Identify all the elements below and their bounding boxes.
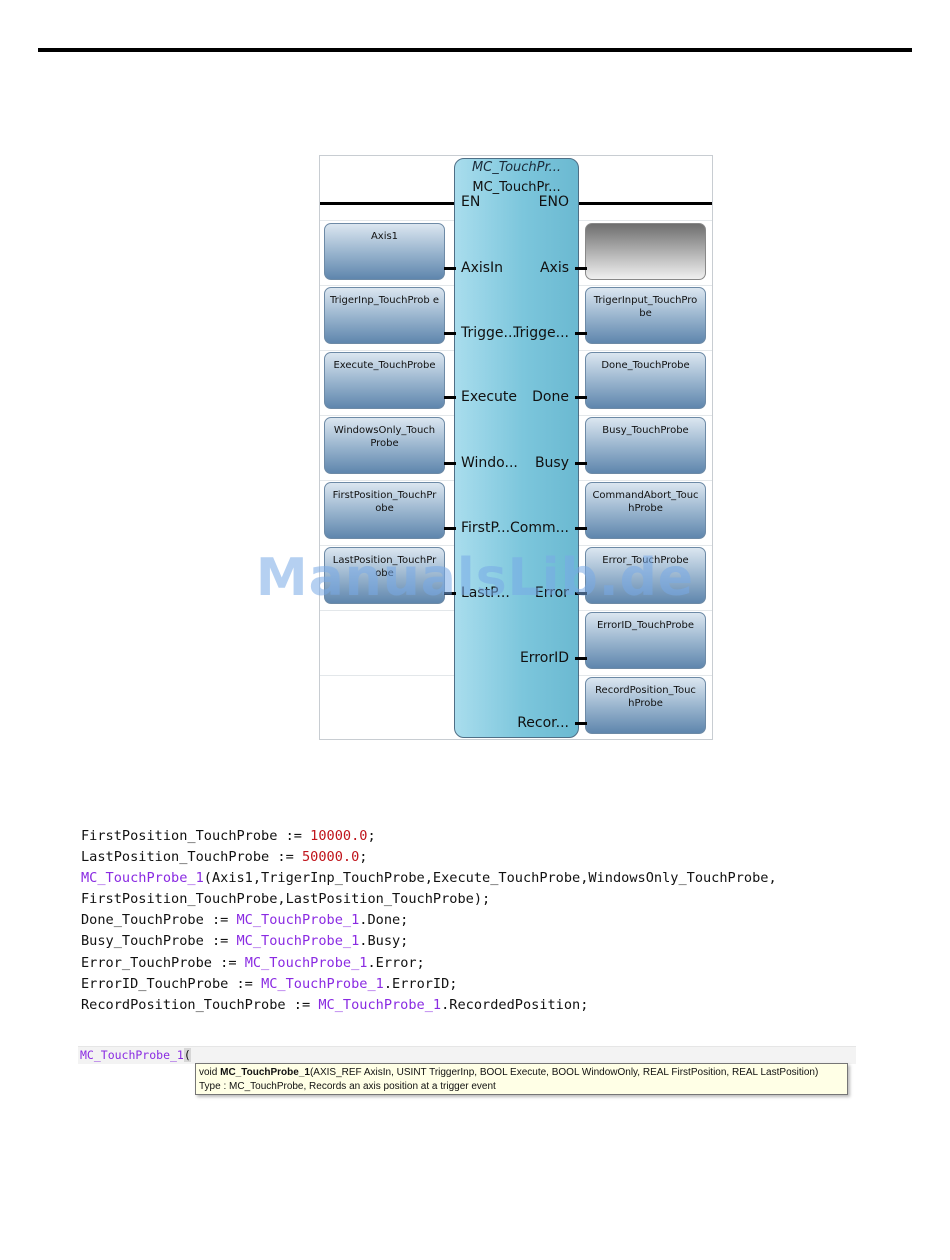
block-instance-label: MC_TouchPr... (472, 180, 561, 195)
code-line: Error_TouchProbe := MC_TouchProbe_1.Erro… (81, 953, 777, 974)
signature-tooltip: void MC_TouchProbe_1(AXIS_REF AxisIn, US… (195, 1063, 848, 1095)
pin-lastposition: LastP... (461, 585, 510, 601)
output-var-done[interactable]: Done_TouchProbe (585, 352, 706, 409)
pin-triggerinp: Trigge... (461, 325, 517, 341)
pin-axisin: AxisIn (461, 260, 504, 276)
code-text: .Busy; (359, 933, 409, 950)
pin-stub (575, 462, 587, 465)
top-rule (38, 48, 912, 52)
en-wire (320, 202, 456, 205)
input-var-lastposition[interactable]: LastPosition_TouchPr obe (324, 547, 445, 604)
output-var-errorid[interactable]: ErrorID_TouchProbe (585, 612, 706, 669)
pin-en: EN (461, 194, 481, 210)
block-type-label: MC_TouchPr... (471, 160, 562, 175)
code-text: Error_TouchProbe := (81, 954, 245, 971)
input-var-axis[interactable]: Axis1 (324, 223, 445, 280)
pin-done: Done (532, 389, 569, 405)
code-line: LastPosition_TouchProbe := 50000.0; (81, 847, 777, 868)
tooltip-description: Type : MC_TouchProbe, Records an axis po… (199, 1081, 496, 1092)
code-line: FirstPosition_TouchProbe,LastPosition_To… (81, 889, 777, 910)
tooltip-function-name: MC_TouchProbe_1 (220, 1067, 310, 1078)
code-listing: FirstPosition_TouchProbe := 10000.0;Last… (81, 826, 777, 1016)
pin-stub (575, 527, 587, 530)
pin-stub (575, 396, 587, 399)
output-var-trigger[interactable]: TrigerInput_TouchPro be (585, 287, 706, 344)
editor-typed-text: MC_TouchProbe_1( (80, 1047, 191, 1064)
output-var-axis[interactable] (585, 223, 706, 280)
editor-input-line[interactable]: MC_TouchProbe_1( (78, 1046, 856, 1064)
pin-stub (444, 267, 456, 270)
pin-commandaborted: Comm... (510, 520, 569, 536)
code-line: RecordPosition_TouchProbe := MC_TouchPro… (81, 995, 777, 1016)
output-var-recordposition[interactable]: RecordPosition_Touc hProbe (585, 677, 706, 734)
pin-stub (575, 592, 587, 595)
code-text: .ErrorID; (383, 975, 458, 992)
code-line: Busy_TouchProbe := MC_TouchProbe_1.Busy; (81, 931, 777, 952)
pin-errorid: ErrorID (519, 650, 569, 666)
code-text: Done_TouchProbe := (81, 912, 237, 929)
code-number: 50000.0 (301, 849, 360, 866)
function-block-diagram: Axis1 TrigerInp_TouchProb e Execute_Touc… (319, 155, 713, 740)
code-instance: MC_TouchProbe_1 (236, 912, 360, 929)
code-text: FirstPosition_TouchProbe := (81, 828, 311, 844)
pin-triggerout: Trigge... (513, 325, 569, 341)
code-line: MC_TouchProbe_1(Axis1,TrigerInp_TouchPro… (81, 868, 777, 889)
code-text: ; (367, 828, 376, 844)
pin-stub (575, 657, 587, 660)
code-text: ErrorID_TouchProbe := (81, 975, 262, 992)
tooltip-return-type: void (199, 1067, 221, 1078)
output-var-busy[interactable]: Busy_TouchProbe (585, 417, 706, 474)
pin-execute: Execute (461, 389, 517, 405)
code-text: ; (359, 849, 368, 866)
code-text: .Done; (359, 912, 409, 929)
code-instance: MC_TouchProbe_1 (81, 870, 204, 887)
input-var-trigger[interactable]: TrigerInp_TouchProb e (324, 287, 445, 344)
output-var-error[interactable]: Error_TouchProbe (585, 547, 706, 604)
code-instance: MC_TouchProbe_1 (261, 975, 384, 992)
code-instance: MC_TouchProbe_1 (236, 933, 360, 950)
pin-stub (575, 332, 587, 335)
pin-error: Error (534, 585, 569, 601)
code-text: RecordPosition_TouchProbe := (81, 996, 319, 1013)
code-text: FirstPosition_TouchProbe,LastPosition_To… (81, 891, 491, 908)
code-text: Busy_TouchProbe := (81, 933, 237, 950)
input-var-firstposition[interactable]: FirstPosition_TouchPr obe (324, 482, 445, 539)
input-var-windowonly[interactable]: WindowsOnly_Touch Probe (324, 417, 445, 474)
mc-touchprobe-block[interactable]: MC_TouchPr... MC_TouchPr... (454, 158, 579, 738)
code-instance: MC_TouchProbe_1 (244, 954, 368, 971)
pin-stub (575, 267, 587, 270)
code-instance: MC_TouchProbe_1 (318, 996, 442, 1013)
pin-firstposition: FirstP... (461, 520, 511, 536)
pin-stub (444, 592, 456, 595)
pin-stub (444, 396, 456, 399)
pin-eno: ENO (538, 194, 569, 210)
code-number: 10000.0 (310, 828, 368, 844)
pin-busy: Busy (534, 455, 569, 471)
code-text: .Error; (367, 954, 425, 971)
tooltip-params: (AXIS_REF AxisIn, USINT TriggerInp, BOOL… (309, 1067, 819, 1078)
pin-recordedposition: Recor... (517, 715, 569, 731)
pin-axis: Axis (539, 260, 569, 276)
code-text: LastPosition_TouchProbe := (81, 849, 302, 866)
tooltip-signature: void MC_TouchProbe_1(AXIS_REF AxisIn, US… (199, 1066, 844, 1080)
pin-stub (575, 722, 587, 725)
eno-wire (576, 202, 712, 205)
pin-stub (444, 527, 456, 530)
code-line: ErrorID_TouchProbe := MC_TouchProbe_1.Er… (81, 974, 777, 995)
code-text: (Axis1,TrigerInp_TouchProbe,Execute_Touc… (203, 870, 777, 887)
pin-stub (444, 462, 456, 465)
pin-windowonly: Windo... (461, 455, 518, 471)
code-line: FirstPosition_TouchProbe := 10000.0; (81, 826, 777, 847)
editor-cursor-paren: ( (183, 1048, 191, 1062)
editor-typed: MC_TouchProbe_1 (80, 1048, 184, 1062)
output-var-commandabort[interactable]: CommandAbort_Touc hProbe (585, 482, 706, 539)
pin-stub (444, 332, 456, 335)
input-var-execute[interactable]: Execute_TouchProbe (324, 352, 445, 409)
code-text: .RecordedPosition; (441, 996, 589, 1013)
code-line: Done_TouchProbe := MC_TouchProbe_1.Done; (81, 910, 777, 931)
